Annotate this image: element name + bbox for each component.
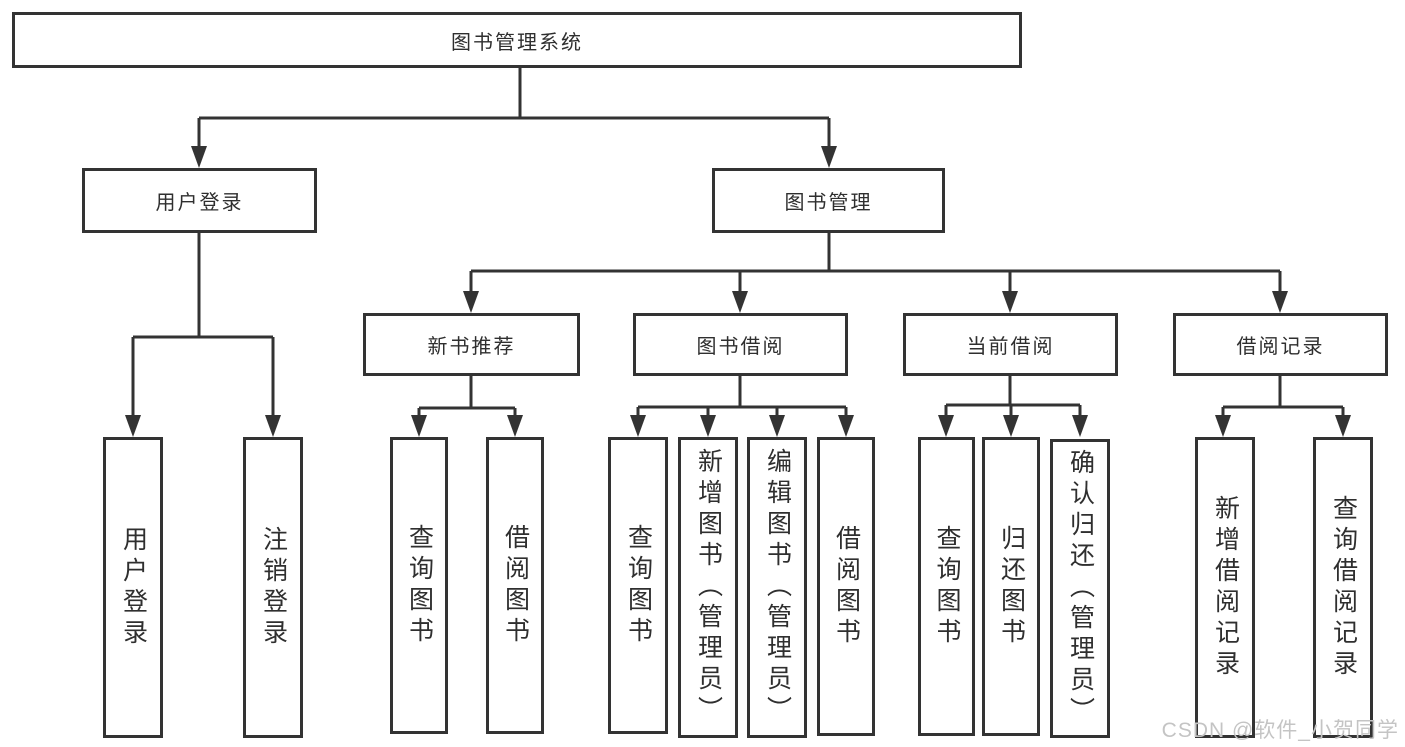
node-label: 当前借阅 (966, 336, 1055, 358)
node-label: 图书管理系统 (451, 31, 583, 54)
node-leaf-logout: 注销登录 (243, 437, 303, 738)
arrowhead (1072, 415, 1088, 437)
node-leaf-borrow-books-recommend: 借阅图书 (486, 437, 544, 734)
arrowhead (1003, 415, 1019, 437)
node-label: 查询图书 (405, 523, 434, 648)
arrowhead (463, 291, 479, 313)
node-leaf-edit-book-admin: 编辑图书（管理员） (747, 437, 807, 738)
arrowhead (1335, 415, 1351, 437)
node-label: 新增图书（管理员） (694, 448, 723, 727)
arrowhead (838, 415, 854, 437)
node-borrowing-records: 借阅记录 (1173, 313, 1388, 376)
node-label: 借阅图书 (832, 524, 861, 649)
node-user-login-branch: 用户登录 (82, 168, 317, 233)
connector-root-to-level2 (197, 68, 831, 150)
node-label: 借阅记录 (1236, 336, 1325, 358)
node-leaf-user-login: 用户登录 (103, 437, 163, 738)
arrowhead (507, 415, 523, 437)
arrowhead (265, 415, 281, 437)
node-leaf-return-books: 归还图书 (982, 437, 1040, 736)
arrowhead (732, 291, 748, 313)
node-label: 确认归还（管理员） (1066, 449, 1095, 728)
node-label: 图书管理 (784, 192, 873, 214)
arrowhead (1215, 415, 1231, 437)
node-leaf-query-books-recommend: 查询图书 (390, 437, 448, 734)
node-current-borrowing: 当前借阅 (903, 313, 1118, 376)
node-leaf-query-borrow-record: 查询借阅记录 (1313, 437, 1373, 738)
node-new-book-recommendation: 新书推荐 (363, 313, 580, 376)
node-label: 编辑图书（管理员） (763, 448, 792, 727)
connector-book-borrow-to-leaves (636, 376, 848, 419)
arrowhead (1002, 291, 1018, 313)
node-library-management-system: 图书管理系统 (12, 12, 1022, 68)
node-label: 新增借阅记录 (1211, 494, 1240, 681)
node-leaf-confirm-return-admin: 确认归还（管理员） (1050, 439, 1110, 738)
connector-borrow-records-to-leaves (1221, 376, 1345, 419)
node-label: 注销登录 (259, 525, 288, 650)
arrowhead (769, 415, 785, 437)
connector-new-book-to-leaves (417, 376, 517, 419)
arrowhead (411, 415, 427, 437)
node-book-management: 图书管理 (712, 168, 945, 233)
node-label: 查询借阅记录 (1329, 494, 1358, 681)
arrowhead (191, 146, 207, 168)
node-leaf-borrow-books-borrowing: 借阅图书 (817, 437, 875, 736)
connector-book-mgmt-to-level3 (469, 233, 1282, 295)
connector-user-login-to-leaves (131, 233, 275, 419)
node-label: 归还图书 (997, 524, 1026, 649)
node-label: 查询图书 (624, 523, 653, 648)
arrowhead (125, 415, 141, 437)
arrowhead (630, 415, 646, 437)
node-label: 用户登录 (155, 192, 244, 214)
node-label: 新书推荐 (427, 336, 516, 358)
arrowhead (700, 415, 716, 437)
node-label: 图书借阅 (696, 336, 785, 358)
csdn-watermark: CSDN @软件_小贺同学 (1161, 719, 1399, 742)
node-book-borrowing: 图书借阅 (633, 313, 848, 376)
node-label: 借阅图书 (501, 523, 530, 648)
arrowhead (1272, 291, 1288, 313)
connector-current-borrow-to-leaves (944, 376, 1082, 419)
node-leaf-query-books-borrowing: 查询图书 (608, 437, 668, 734)
node-leaf-query-books-current: 查询图书 (918, 437, 975, 736)
node-label: 用户登录 (119, 525, 148, 650)
node-leaf-add-book-admin: 新增图书（管理员） (678, 437, 738, 738)
arrowhead (938, 415, 954, 437)
node-leaf-add-borrow-record: 新增借阅记录 (1195, 437, 1255, 738)
node-label: 查询图书 (933, 524, 961, 649)
arrowhead (821, 146, 837, 168)
